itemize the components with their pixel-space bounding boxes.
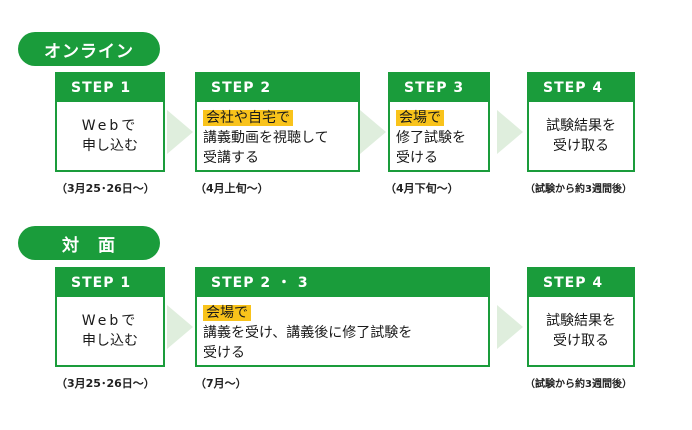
online-step4-line1: 試験結果を: [546, 118, 616, 134]
online-step3-line2: 修了試験を: [396, 130, 466, 146]
online-step4-date: （試験から約3週間後）: [525, 184, 632, 195]
online-arrow-1: [167, 110, 193, 154]
online-arrow-2: [360, 110, 386, 154]
taimen-step4-line2: 受け取る: [553, 333, 609, 349]
taimen-arrow-2: [497, 305, 523, 349]
online-step2-line3: 受講する: [203, 150, 259, 166]
online-step2-title: STEP 2: [197, 74, 358, 102]
taimen-step1-box: STEP 1 Webで 申し込む: [55, 267, 165, 367]
online-step4-line2: 受け取る: [553, 138, 609, 154]
taimen-step4-box: STEP 4 試験結果を 受け取る: [527, 267, 635, 367]
online-step3-highlight: 会場で: [396, 110, 444, 126]
taimen-step4-line1: 試験結果を: [546, 313, 616, 329]
online-label-text: オンライン: [44, 41, 134, 62]
taimen-step23-date: （7月～）: [195, 377, 247, 390]
online-step2-highlight: 会社や自宅で: [203, 110, 293, 126]
taimen-step23-box: STEP 2 ・ 3 会場で 講義を受け、講義後に修了試験を 受ける: [195, 267, 490, 367]
taimen-step4-title: STEP 4: [529, 269, 633, 297]
online-arrow-3: [497, 110, 523, 154]
taimen-step1-line2: 申し込む: [82, 333, 138, 349]
taimen-step1-title: STEP 1: [57, 269, 163, 297]
online-step3-line3: 受ける: [396, 150, 438, 166]
online-step1-title: STEP 1: [57, 74, 163, 102]
online-step4-box: STEP 4 試験結果を 受け取る: [527, 72, 635, 172]
taimen-step1-line1: Webで: [81, 313, 139, 329]
online-step2-body: 会社や自宅で 講義動画を視聴して 受講する: [197, 102, 358, 168]
online-step3-box: STEP 3 会場で 修了試験を 受ける: [388, 72, 490, 172]
taimen-step1-body: Webで 申し込む: [57, 297, 163, 351]
online-step3-date: （4月下旬～）: [385, 182, 459, 195]
online-step4-body: 試験結果を 受け取る: [529, 102, 633, 156]
taimen-step4-body: 試験結果を 受け取る: [529, 297, 633, 351]
taimen-step23-body: 会場で 講義を受け、講義後に修了試験を 受ける: [197, 297, 488, 363]
online-label: オンライン: [18, 32, 160, 66]
online-step1-line1: Webで: [81, 118, 139, 134]
taimen-arrow-1: [167, 305, 193, 349]
taimen-step1-date: （3月25･26日～）: [56, 377, 155, 390]
online-step2-line2: 講義動画を視聴して: [203, 130, 329, 146]
online-step1-body: Webで 申し込む: [57, 102, 163, 156]
online-step1-line2: 申し込む: [82, 138, 138, 154]
online-step2-box: STEP 2 会社や自宅で 講義動画を視聴して 受講する: [195, 72, 360, 172]
taimen-step23-highlight: 会場で: [203, 305, 251, 321]
online-step1-box: STEP 1 Webで 申し込む: [55, 72, 165, 172]
taimen-label-text: 対 面: [62, 235, 116, 256]
taimen-step4-date: （試験から約3週間後）: [525, 379, 632, 390]
taimen-step23-line3: 受ける: [203, 345, 245, 361]
online-step3-body: 会場で 修了試験を 受ける: [390, 102, 488, 168]
taimen-step23-line2: 講義を受け、講義後に修了試験を: [203, 325, 413, 341]
online-step3-title: STEP 3: [390, 74, 488, 102]
taimen-label: 対 面: [18, 226, 160, 260]
online-step4-title: STEP 4: [529, 74, 633, 102]
taimen-step23-title: STEP 2 ・ 3: [197, 269, 488, 297]
online-step1-date: （3月25･26日～）: [56, 182, 155, 195]
online-step2-date: （4月上旬～）: [195, 182, 269, 195]
